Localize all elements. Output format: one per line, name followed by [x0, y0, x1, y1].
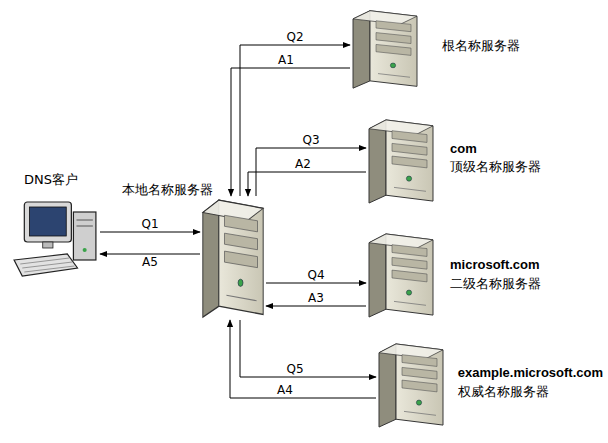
edge-label: A5 — [141, 256, 159, 269]
server-name: example.microsoft.com — [458, 365, 603, 381]
name-server: 本地名称服务器 — [200, 196, 266, 320]
query-arrow — [240, 320, 376, 377]
edge-label: A4 — [276, 384, 294, 397]
node-label: 根名称服务器 — [442, 38, 520, 54]
name-server: 根名称服务器 — [350, 8, 420, 90]
query-arrow — [231, 68, 350, 196]
server-icon — [376, 341, 446, 429]
node-label: 二级名称服务器 — [450, 276, 541, 292]
node-label: 本地名称服务器 — [122, 182, 213, 198]
name-server: microsoft.com二级名称服务器 — [366, 231, 436, 319]
client-computer: DNS客户 — [10, 198, 100, 278]
name-server: example.microsoft.com权威名称服务器 — [376, 341, 446, 429]
query-arrow — [266, 283, 366, 284]
node-label: 顶级名称服务器 — [450, 159, 541, 175]
server-icon — [366, 231, 436, 319]
edge-label: Q1 — [140, 218, 159, 231]
query-arrow — [230, 320, 376, 398]
server-name: microsoft.com — [450, 257, 540, 273]
server-icon — [366, 117, 436, 205]
query-arrow — [100, 254, 200, 255]
node-label: 权威名称服务器 — [458, 384, 549, 400]
server-name: com — [450, 141, 477, 157]
edge-label: Q4 — [306, 269, 325, 282]
query-arrow — [248, 172, 366, 196]
server-icon — [200, 196, 266, 320]
edge-label: Q2 — [285, 31, 304, 44]
edge-label: Q3 — [301, 134, 320, 147]
edge-label: Q5 — [285, 363, 304, 376]
node-label: DNS客户 — [24, 172, 78, 188]
server-icon — [350, 8, 420, 90]
edge-label: A3 — [307, 292, 325, 305]
edge-label: A2 — [294, 158, 312, 171]
name-server: com顶级名称服务器 — [366, 117, 436, 205]
computer-icon — [10, 198, 100, 278]
query-arrow — [100, 232, 200, 233]
query-arrow — [266, 306, 366, 307]
edge-label: A1 — [277, 54, 295, 67]
